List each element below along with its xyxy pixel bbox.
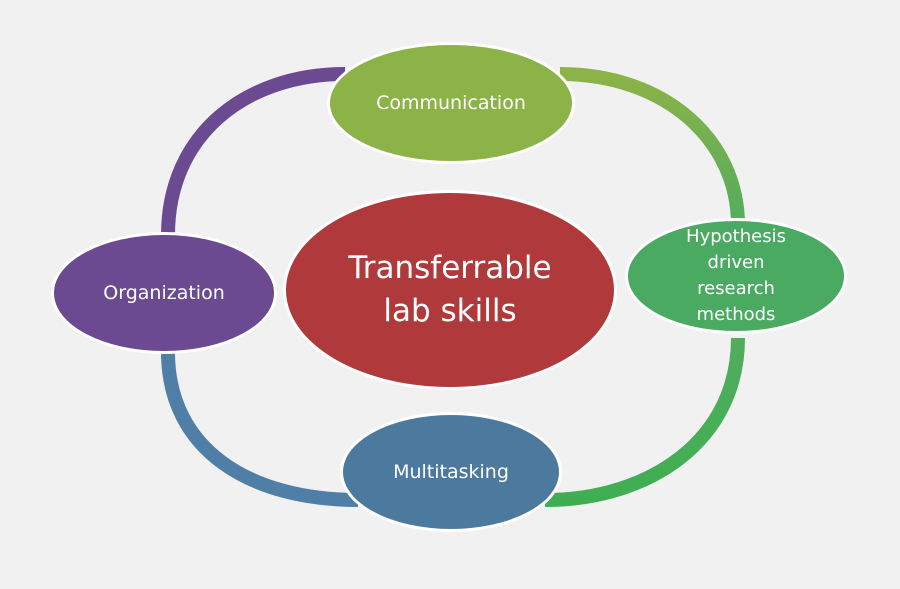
node-organization: Organization: [51, 232, 277, 354]
node-multitasking: Multitasking: [340, 412, 562, 532]
node-organization-label: Organization: [103, 282, 225, 304]
ring-segment-left-top: [161, 67, 346, 236]
node-hypothesis-label: Hypothesis driven research methods: [686, 225, 786, 326]
node-hypothesis-driven-research-methods: Hypothesis driven research methods: [625, 218, 847, 334]
ring-segment-right-bottom: [544, 337, 745, 507]
node-multitasking-label: Multitasking: [393, 461, 509, 483]
ring-segment-bottom-left: [161, 351, 359, 507]
center-node-label: Transferrable lab skills: [348, 249, 552, 329]
node-communication: Communication: [327, 42, 575, 164]
node-communication-label: Communication: [376, 92, 526, 114]
center-node: Transferrable lab skills: [283, 190, 617, 390]
ring-segment-top-right: [559, 67, 745, 226]
